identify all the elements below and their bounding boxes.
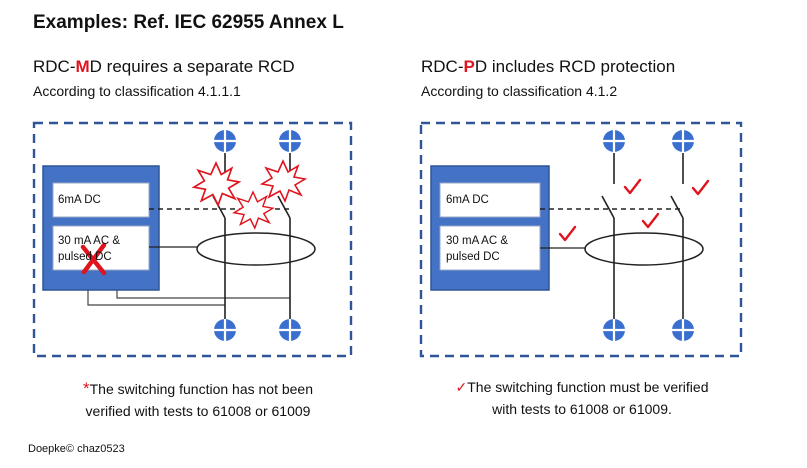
- right-contact-2: [670, 195, 684, 219]
- right-dashed-frame: [419, 121, 743, 358]
- right-6ma-box: [439, 182, 541, 218]
- terminal-circle-icon: [601, 317, 627, 343]
- right-30ma-label-line1: 30 mA AC &: [446, 235, 509, 247]
- right-note-text1: The switching function must be verified: [467, 379, 709, 395]
- red-checkmark-icon: [641, 212, 660, 229]
- red-checkmark-icon: [691, 179, 710, 196]
- terminal-circle-icon: [277, 128, 303, 154]
- right-30ma-label-line2: pulsed DC: [446, 251, 500, 263]
- terminal-circle-icon: [277, 317, 303, 343]
- copyright-footer: Doepke© chaz0523: [28, 443, 125, 455]
- asterisk-icon: *: [83, 379, 90, 398]
- terminal-circle-icon: [670, 128, 696, 154]
- right-30ma-box: [439, 225, 541, 271]
- right-contact-1: [601, 195, 615, 219]
- red-x-icon: [80, 242, 107, 276]
- left-note: *The switching function has not been ver…: [48, 378, 348, 422]
- right-current-transformer: [584, 232, 704, 266]
- right-note-line1: ✓The switching function must be verified: [422, 376, 742, 398]
- page-title: Examples: Ref. IEC 62955 Annex L: [33, 12, 344, 33]
- red-checkmark-icon: [558, 225, 577, 242]
- left-current-transformer: [196, 232, 316, 266]
- right-note: ✓The switching function must be verified…: [422, 376, 742, 420]
- left-30ma-label-line1: 30 mA AC &: [58, 235, 121, 247]
- right-note-line2: with tests to 61008 or 61009.: [492, 401, 672, 417]
- right-heading-prefix: RDC-: [421, 57, 464, 76]
- right-heading: RDC-PD includes RCD protection: [421, 57, 675, 77]
- terminal-circle-icon: [670, 317, 696, 343]
- terminal-circle-icon: [212, 128, 238, 154]
- checkmark-icon: ✓: [455, 379, 468, 395]
- left-return-wire-2: [116, 290, 290, 299]
- terminal-circle-icon: [601, 128, 627, 154]
- left-heading: RDC-MD requires a separate RCD: [33, 57, 295, 77]
- left-30ma-label-line2: pulsed DC: [58, 251, 112, 263]
- right-heading-suffix: D includes RCD protection: [474, 57, 676, 76]
- terminal-circle-icon: [212, 317, 238, 343]
- right-heading-highlight: P: [463, 57, 475, 76]
- left-note-text1: The switching function has not been: [89, 381, 313, 397]
- explosion-icon: [193, 162, 240, 206]
- left-return-wire-1: [87, 290, 225, 306]
- red-checkmark-icon: [623, 178, 642, 195]
- left-dashed-frame: [32, 121, 353, 358]
- left-contact-2: [277, 195, 291, 219]
- left-subheading: According to classification 4.1.1.1: [33, 83, 241, 99]
- left-6ma-box: [52, 182, 150, 218]
- left-heading-prefix: RDC-: [33, 57, 76, 76]
- left-6ma-label: 6mA DC: [58, 194, 101, 206]
- left-heading-suffix: D requires a separate RCD: [89, 57, 295, 76]
- right-6ma-label: 6mA DC: [446, 194, 489, 206]
- left-heading-highlight: M: [75, 57, 90, 76]
- explosion-icon: [233, 191, 274, 229]
- right-subheading: According to classification 4.1.2: [421, 83, 618, 99]
- left-note-line1: *The switching function has not been: [48, 378, 348, 400]
- explosion-icon: [261, 160, 306, 202]
- left-note-line2: verified with tests to 61008 or 61009: [85, 403, 311, 419]
